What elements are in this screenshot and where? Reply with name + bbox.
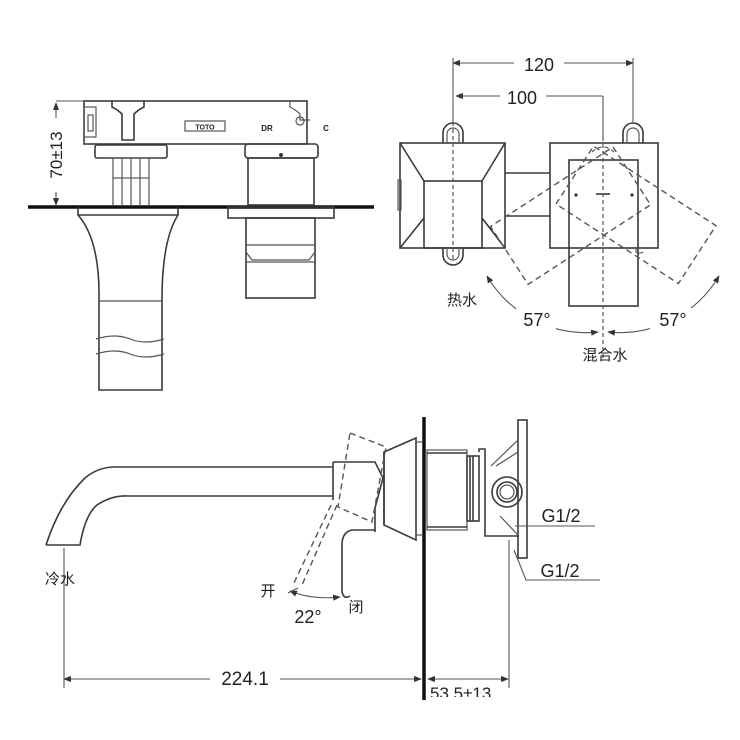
- break-line-upper: [95, 335, 165, 343]
- brand-mark: TOTO: [195, 125, 215, 132]
- outlet-column: [111, 101, 145, 141]
- outlet-flange: [94, 144, 168, 159]
- cartridge-body: [247, 157, 315, 206]
- escutcheon: [383, 436, 417, 542]
- inlet-port: [491, 476, 523, 508]
- hot-water-label: 热水: [447, 291, 477, 309]
- top-view: 120 100: [397, 52, 720, 364]
- dimension-120-label: 120: [524, 55, 554, 75]
- spout-upper: [45, 466, 333, 546]
- brand-mark-box: [184, 120, 226, 132]
- front-view: 开 闭 22° G1/2 G1/2 224.1 53.5±13: [45, 417, 600, 740]
- mounting-bracket: [517, 419, 528, 559]
- angle-left-label: 57°: [523, 310, 550, 330]
- cold-water-label: 冷水: [45, 570, 75, 588]
- dimension-height-label: 70±13: [47, 131, 66, 178]
- dimension-100-label: 100: [507, 88, 537, 108]
- lever-open-position: [337, 432, 387, 523]
- thread-top-label: G1/2: [541, 506, 580, 526]
- lever-rotated-hot: [489, 145, 652, 286]
- spout-base-sleeve: [77, 214, 179, 391]
- mixed-water-label: 混合水: [582, 346, 627, 364]
- valve-housing: [83, 100, 308, 145]
- open-label: 开: [260, 582, 275, 600]
- label-c: C: [323, 124, 329, 133]
- lever-angle-arc: [289, 590, 341, 601]
- dimension-spout-label: 224.1: [221, 669, 269, 690]
- lever-body: [332, 461, 384, 532]
- spout-lower: [46, 495, 333, 546]
- angle-right-label: 57°: [659, 310, 686, 330]
- thread-bottom-label: G1/2: [540, 561, 579, 581]
- lever-angle-label: 22°: [294, 607, 321, 627]
- side-section-view: TOTO DR C 70±13: [28, 100, 374, 391]
- cartridge-sleeve: [245, 217, 316, 299]
- close-label: 闭: [348, 598, 363, 616]
- label-dr: DR: [261, 124, 273, 133]
- lever-handle-side: [341, 529, 375, 599]
- mixer-wall-plate: [549, 142, 659, 249]
- lever-rotated-cold: [554, 145, 717, 285]
- break-line-lower: [95, 350, 165, 358]
